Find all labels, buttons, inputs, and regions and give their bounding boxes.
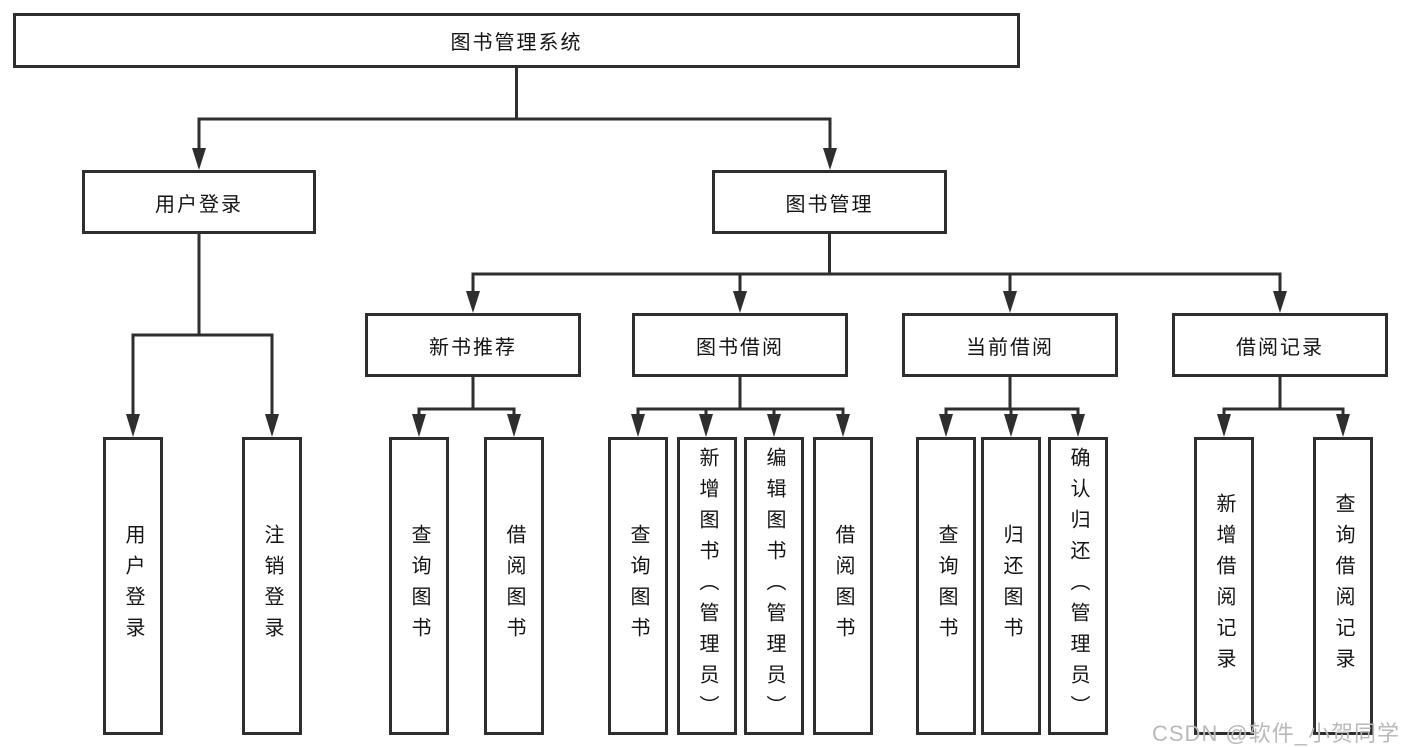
leaf-label: 归还图书 — [1000, 524, 1022, 648]
arrowhead-icon — [836, 414, 850, 437]
leaf-borrow-books-borrowing: 借阅图书 — [813, 437, 873, 735]
leaf-query-books-current: 查询图书 — [916, 437, 976, 735]
leaf-label: 注销登录 — [261, 524, 283, 648]
leaf-label: 查询借阅记录 — [1332, 493, 1354, 679]
leaf-label: 编辑图书（管理员） — [763, 446, 785, 726]
node-label: 图书借阅 — [696, 336, 784, 359]
leaf-add-books-admin: 新增图书（管理员） — [677, 437, 737, 735]
leaf-label: 查询图书 — [935, 524, 957, 648]
leaf-label: 借阅图书 — [503, 524, 525, 648]
arrowhead-icon — [767, 414, 781, 437]
leaf-label: 新增借阅记录 — [1213, 493, 1235, 679]
arrowhead-icon — [733, 291, 747, 313]
leaf-label: 借阅图书 — [832, 524, 854, 648]
leaf-query-books-borrowing: 查询图书 — [608, 437, 668, 735]
arrowhead-icon — [126, 414, 140, 437]
arrowhead-icon — [939, 414, 953, 437]
leaf-query-books-recommend: 查询图书 — [389, 437, 449, 735]
arrowhead-icon — [1273, 291, 1287, 313]
node-new-book-recommendation: 新书推荐 — [365, 313, 581, 377]
leaf-confirm-return-admin: 确认归还（管理员） — [1048, 437, 1108, 735]
leaf-borrow-books-recommend: 借阅图书 — [484, 437, 544, 735]
node-label: 图书管理系统 — [450, 32, 583, 54]
leaf-label: 确认归还（管理员） — [1067, 446, 1089, 726]
arrowhead-icon — [1217, 414, 1231, 437]
node-label: 图书管理 — [785, 193, 874, 216]
leaf-return-books: 归还图书 — [981, 437, 1041, 735]
leaf-query-borrow-record: 查询借阅记录 — [1313, 437, 1373, 735]
leaf-logout: 注销登录 — [242, 437, 302, 735]
arrowhead-icon — [507, 414, 521, 437]
arrowhead-icon — [412, 414, 426, 437]
arrowhead-icon — [1004, 414, 1018, 437]
leaf-label: 新增图书（管理员） — [696, 446, 718, 726]
node-borrowing-records: 借阅记录 — [1172, 313, 1388, 377]
arrowhead-icon — [192, 148, 206, 170]
node-label: 新书推荐 — [429, 336, 517, 359]
node-label: 借阅记录 — [1236, 336, 1324, 359]
arrowhead-icon — [699, 414, 713, 437]
node-book-management: 图书管理 — [712, 170, 947, 234]
node-current-borrowing: 当前借阅 — [902, 313, 1118, 377]
leaf-label: 查询图书 — [408, 524, 430, 648]
arrowhead-icon — [1071, 414, 1085, 437]
arrowhead-icon — [1336, 414, 1350, 437]
arrowhead-icon — [823, 148, 837, 170]
arrowhead-icon — [265, 414, 279, 437]
arrowhead-icon — [631, 414, 645, 437]
leaf-label: 用户登录 — [122, 524, 144, 648]
leaf-edit-books-admin: 编辑图书（管理员） — [744, 437, 804, 735]
node-library-management-system: 图书管理系统 — [13, 13, 1020, 68]
leaf-label: 查询图书 — [627, 524, 649, 648]
node-label: 用户登录 — [155, 193, 243, 216]
node-user-login: 用户登录 — [82, 170, 316, 234]
leaf-add-borrow-record: 新增借阅记录 — [1194, 437, 1254, 735]
node-book-borrowing: 图书借阅 — [632, 313, 848, 377]
leaf-user-login: 用户登录 — [103, 437, 163, 735]
node-label: 当前借阅 — [966, 336, 1054, 359]
arrowhead-icon — [1003, 291, 1017, 313]
watermark: CSDN @软件_小贺同学 — [1152, 721, 1401, 746]
arrowhead-icon — [466, 291, 480, 313]
arrowhead-icons — [126, 148, 1350, 437]
